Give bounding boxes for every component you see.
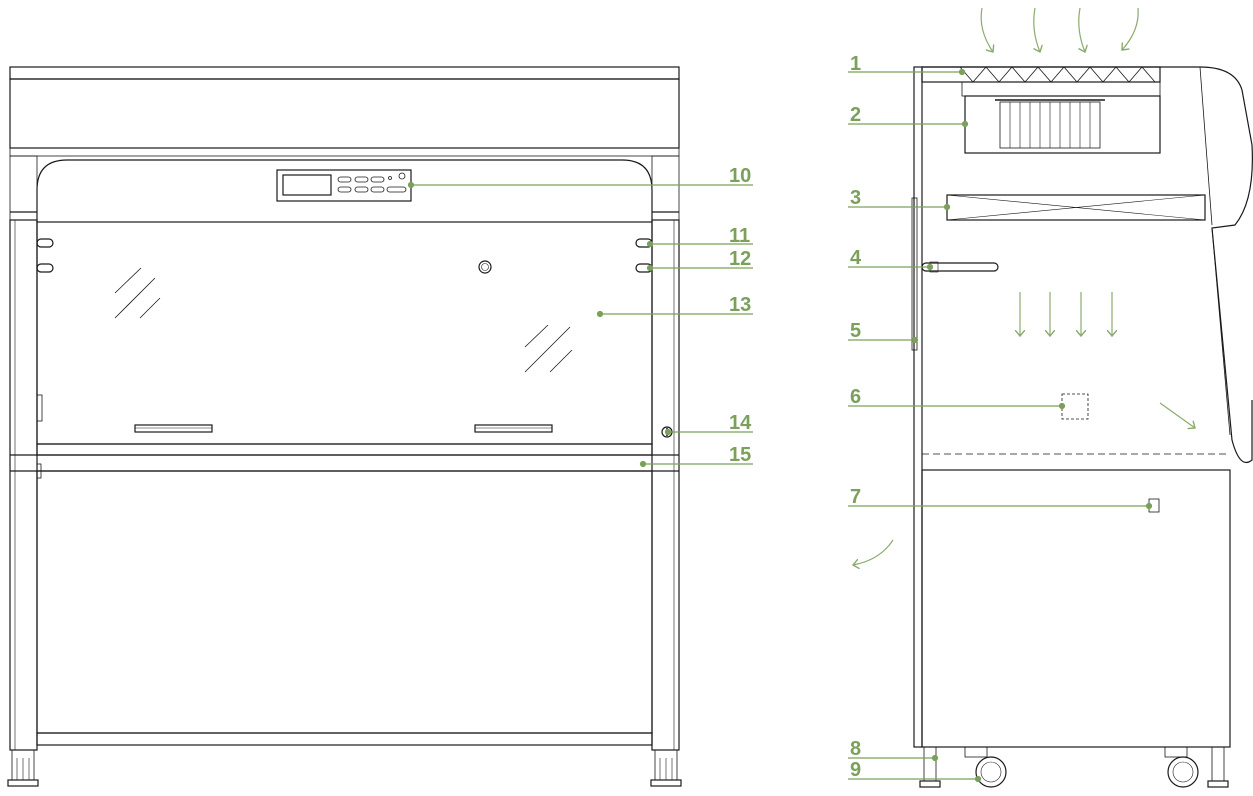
side-back-wall [913, 66, 923, 748]
callout-labels: 10 11 12 13 14 15 1 2 3 4 5 6 7 8 9 [729, 53, 862, 781]
sash-handle-left [134, 424, 213, 433]
front-work-surface [36, 443, 653, 456]
callout-5: 5 [850, 320, 861, 342]
callout-13: 13 [729, 294, 751, 316]
callout-8: 8 [850, 738, 861, 760]
top-exhaust-filter [921, 66, 1161, 83]
side-front-shell [922, 66, 1253, 464]
callout-3: 3 [850, 187, 861, 209]
sash-handle-right [474, 424, 553, 433]
glass-reflection [114, 267, 573, 373]
side-lower-cabinet [921, 469, 1231, 748]
front-view [7, 66, 682, 787]
callout-15: 15 [729, 444, 751, 466]
callout-14: 14 [729, 412, 752, 434]
supply-filter [946, 194, 1206, 221]
callout-10: 10 [729, 165, 751, 187]
callout-11: 11 [729, 225, 750, 247]
callout-9: 9 [850, 759, 861, 781]
front-lower-cabinet [36, 470, 653, 734]
callout-1: 1 [850, 53, 861, 75]
front-side-posts [9, 155, 680, 751]
control-panel-icon [276, 169, 412, 202]
callout-leaders [407, 68, 1153, 783]
front-side-buttons [36, 238, 653, 479]
side-view [853, 7, 1253, 788]
front-sash-frame [36, 221, 653, 445]
airflow-sensor [1061, 393, 1089, 420]
front-arched-frame [36, 159, 653, 222]
callout-12: 12 [729, 248, 751, 270]
airflow-arrow-icon [853, 7, 1195, 565]
callout-4: 4 [850, 247, 862, 269]
callout-6: 6 [850, 386, 861, 408]
front-top-canopy [9, 66, 680, 157]
fan-blower [964, 95, 1161, 154]
caster-wheel-icon [919, 746, 1229, 788]
leveling-foot-icon [7, 749, 682, 787]
callout-7: 7 [850, 486, 861, 508]
callout-2: 2 [850, 104, 861, 126]
sash-knob [478, 260, 492, 274]
sash-handle-side [921, 262, 999, 272]
